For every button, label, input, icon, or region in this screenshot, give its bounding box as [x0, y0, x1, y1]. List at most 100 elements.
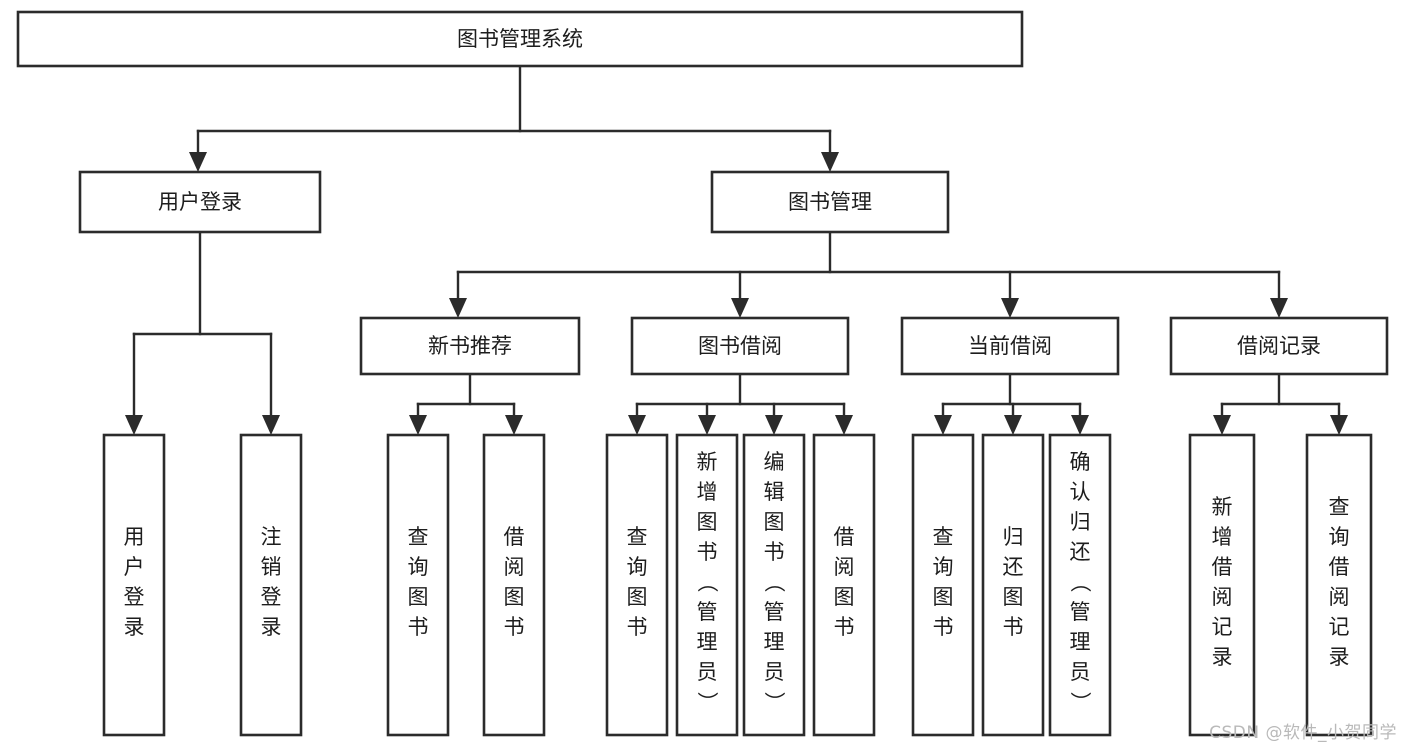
node-label-char: 确 [1070, 450, 1091, 474]
node-label-char: 登 [124, 585, 145, 609]
node-current-borrow[interactable]: 当前借阅 [900, 316, 1120, 376]
node-label-char: 查 [1329, 495, 1350, 519]
node-label-char: 询 [408, 555, 429, 579]
node-label: 当前借阅 [968, 334, 1052, 358]
node-new-book-recommend[interactable]: 新书推荐 [359, 316, 581, 376]
node-label-char: 图 [834, 585, 855, 609]
node-box [1169, 316, 1389, 376]
node-box [900, 316, 1120, 376]
node-box [630, 316, 850, 376]
node-label-char: ） [762, 692, 786, 713]
node-label: 用户登录 [158, 190, 242, 214]
node-label-char: 询 [933, 555, 954, 579]
connector-root-to-l1 [189, 64, 839, 172]
node-label-char: 书 [764, 540, 785, 564]
node-box [359, 316, 581, 376]
node-label-char: 注 [261, 525, 282, 549]
node-label-char: 增 [697, 480, 718, 504]
node-user-login[interactable]: 用户登录 [78, 170, 322, 234]
node-label-char: 管 [1070, 600, 1091, 624]
node-label-char: 员 [697, 660, 718, 684]
node-label-char: 书 [933, 615, 954, 639]
node-layer: 图书管理系统用户登录图书管理新书推荐图书借阅当前借阅借阅记录用户登录注销登录查询… [16, 10, 1389, 737]
node-borrow-record[interactable]: 借阅记录 [1169, 316, 1389, 376]
node-box [102, 433, 166, 737]
node-label-char: 借 [1329, 555, 1350, 579]
node-label-char: 书 [627, 615, 648, 639]
node-box [710, 170, 950, 234]
node-label-char: 图 [764, 510, 785, 534]
node-box [78, 170, 322, 234]
node-label-char: 阅 [1212, 585, 1233, 609]
node-label-char: 归 [1003, 525, 1024, 549]
node-label-char: 员 [764, 660, 785, 684]
node-label-char: 登 [261, 585, 282, 609]
connector-recommend-to-leaves [409, 372, 523, 435]
connector-current-to-leaves [934, 372, 1089, 435]
node-label-char: 归 [1070, 510, 1091, 534]
node-label-char: 理 [697, 630, 718, 654]
node-label-char: 记 [1329, 615, 1350, 639]
node-book-borrow[interactable]: 图书借阅 [630, 316, 850, 376]
node-label-char: 书 [834, 615, 855, 639]
node-label-char: 查 [933, 525, 954, 549]
node-label-char: 录 [1212, 645, 1233, 669]
node-label-char: ） [695, 692, 719, 713]
node-label-char: 书 [408, 615, 429, 639]
node-label-char: 图 [697, 510, 718, 534]
node-label-char: 借 [1212, 555, 1233, 579]
node-label-char: 还 [1070, 540, 1091, 564]
node-root[interactable]: 图书管理系统 [16, 10, 1024, 68]
node-label-char: 图 [627, 585, 648, 609]
node-box [812, 433, 876, 737]
node-box [1048, 433, 1112, 737]
node-label-char: 查 [408, 525, 429, 549]
node-box [482, 433, 546, 737]
node-label-char: （ [762, 572, 786, 593]
node-label-char: （ [1068, 572, 1092, 593]
node-box [981, 433, 1045, 737]
node-label: 图书管理 [788, 190, 872, 214]
node-label-char: 图 [408, 585, 429, 609]
node-leaf-user-login[interactable]: 用户登录 [102, 433, 166, 737]
node-label-char: 销 [261, 555, 282, 579]
node-label-char: 录 [1329, 645, 1350, 669]
node-label-char: 还 [1003, 555, 1024, 579]
node-label-char: ） [1068, 692, 1092, 713]
node-label-char: 图 [1003, 585, 1024, 609]
node-book-manage[interactable]: 图书管理 [710, 170, 950, 234]
node-box [1188, 433, 1256, 737]
node-label-char: 阅 [504, 555, 525, 579]
node-label-char: 书 [1003, 615, 1024, 639]
node-label-char: 阅 [1329, 585, 1350, 609]
node-box [16, 10, 1024, 68]
node-label-char: 借 [504, 525, 525, 549]
node-label-char: 户 [124, 555, 145, 579]
node-label-char: 录 [124, 615, 145, 639]
node-label: 新书推荐 [428, 334, 512, 358]
node-label-char: 借 [834, 525, 855, 549]
connector-layer [125, 64, 1348, 435]
node-box [605, 433, 669, 737]
node-label-char: 员 [1070, 660, 1091, 684]
node-box [742, 433, 806, 737]
node-label-char: 认 [1070, 480, 1091, 504]
node-label-char: 辑 [764, 480, 785, 504]
connector-record-to-leaves [1213, 372, 1348, 435]
node-label: 图书借阅 [698, 334, 782, 358]
node-label: 图书管理系统 [457, 27, 583, 51]
